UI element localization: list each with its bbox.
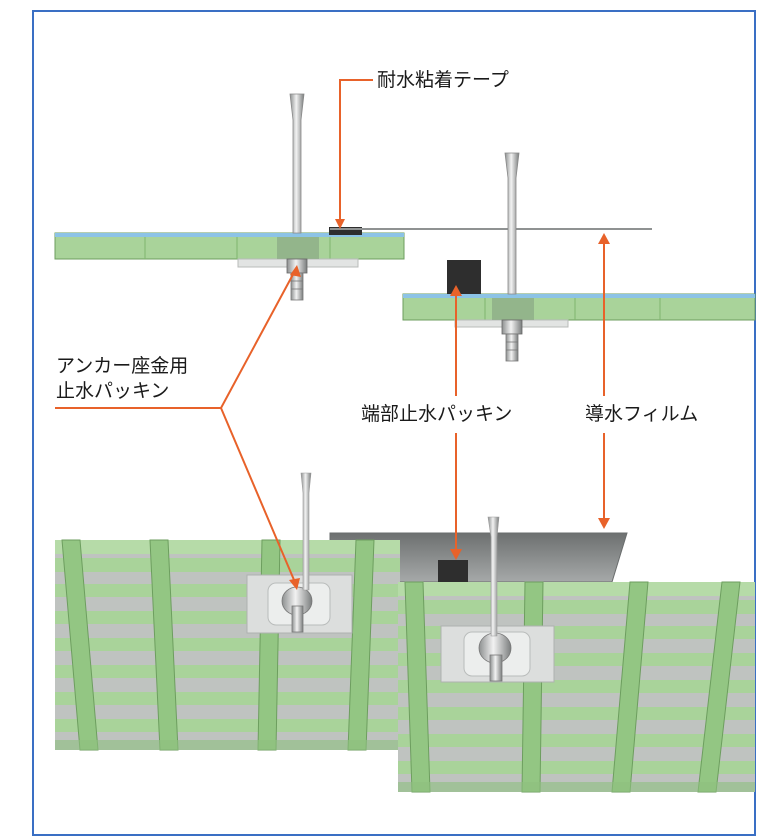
label-anchor-packing-line1: アンカー座金用 xyxy=(56,355,189,377)
leader-anchor-packing xyxy=(55,266,298,588)
waterproof-tape xyxy=(329,227,362,235)
anchor-washer-left xyxy=(246,574,353,634)
anchor-bolt-left-perspective xyxy=(300,472,312,591)
label-drainage-film: 導水フィルム xyxy=(585,403,699,425)
leader-tape xyxy=(339,79,373,222)
anchor-bolt-right-section xyxy=(501,152,523,362)
label-end-packing: 端部止水パッキン xyxy=(361,403,513,425)
end-packing-section xyxy=(447,260,481,294)
panel-left-perspective xyxy=(55,539,400,751)
panel-right-perspective xyxy=(398,581,755,793)
label-anchor-packing-line2: 止水パッキン xyxy=(56,380,170,402)
anchor-bolt-right-perspective xyxy=(487,516,500,637)
end-packing-perspective xyxy=(438,560,468,584)
label-waterproof-tape: 耐水粘着テープ xyxy=(377,69,509,91)
section-view-left-panel xyxy=(54,232,405,268)
anchor-washer-right xyxy=(440,625,555,683)
frame-border xyxy=(32,10,756,836)
